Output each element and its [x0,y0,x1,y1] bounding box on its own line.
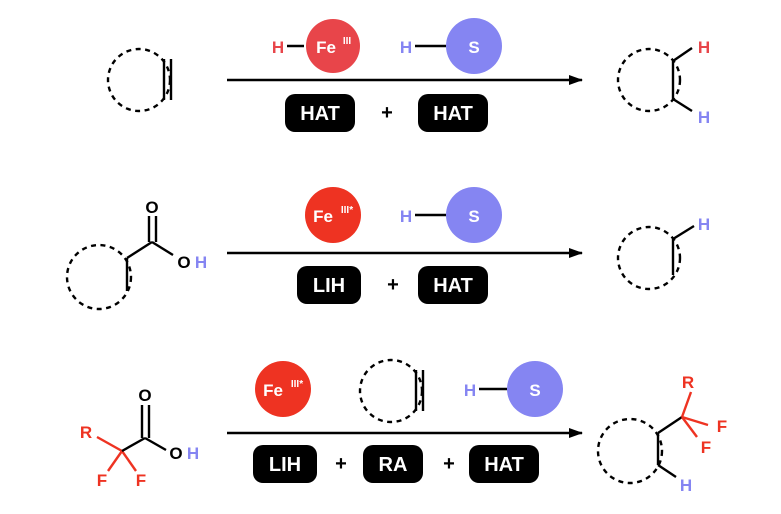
reaction-3-substrate-difluoroacid: O O H R F F [80,386,199,490]
mechanism-label: RA [379,454,408,476]
mechanism-pill [363,445,423,483]
r-group-label: R [80,423,92,442]
thiol-s-label: S [468,207,479,226]
dashed-ring [65,243,133,311]
product-h-from-thiol: H [698,108,710,127]
product-r-label: R [682,373,694,392]
reaction-2-substrate-acid: O O H [65,198,207,311]
thiol-s-label: S [468,38,479,57]
reaction-2-product: H [616,215,710,291]
dashed-ring [106,47,172,113]
c-h-bond [672,97,693,113]
mechanism-pill [253,445,317,483]
reaction-2-thiol: H S [400,187,502,243]
product-h-from-iron: H [698,38,710,57]
reaction-1-substrate-alkene [106,47,173,113]
reaction-3-product: R F F H [596,373,727,495]
dashed-ring [616,47,682,113]
iron-excited-state: III* [341,205,353,216]
c-o-bond [151,240,174,257]
reaction-1: H Fe III H S HAT + HAT H [106,18,710,132]
acid-h-label: H [187,444,199,463]
plus-sign: + [443,453,455,475]
reaction-3-thiol: H S [464,361,563,417]
thiol-sphere [446,187,502,243]
reaction-2-mechanism-labels: LIH + HAT [297,266,488,304]
reaction-2: O O H Fe III* H S LIH + HAT [65,187,710,311]
thiol-s-label: S [529,381,540,400]
plus-sign: + [335,453,347,475]
mechanism-label: HAT [300,103,340,125]
acid-h-label: H [195,253,207,272]
c-f-bond [681,415,709,427]
product-h-label: H [680,476,692,495]
mechanism-pill [469,445,539,483]
reaction-3-mechanism-labels: LIH + RA + HAT [253,445,539,483]
mechanism-label: HAT [484,454,524,476]
iron-catalyst-sphere [305,187,361,243]
product-fluorine-label: F [701,438,711,457]
reaction-1-iron-hydride: H Fe III [272,19,360,73]
mechanism-label: HAT [433,275,473,297]
iron-excited-state: III* [291,379,303,390]
mechanism-label: LIH [269,454,301,476]
iron-catalyst-sphere [306,19,360,73]
mechanism-label: LIH [313,275,345,297]
c-c-bond [121,436,146,453]
mechanism-pill [297,266,361,304]
fluorine-label: F [97,471,107,490]
carbonyl-o-label: O [145,198,158,217]
fluorine-label: F [136,471,146,490]
mechanism-pill [418,94,488,132]
plus-sign: + [387,274,399,296]
hydroxyl-o-label: O [169,444,182,463]
thiol-h-label: H [400,38,412,57]
c-h-bond [672,47,693,62]
reaction-1-product-alkane: H H [616,38,710,127]
c-r-bond [96,435,123,453]
c-f-bond [121,450,137,472]
hydride-h-label: H [272,38,284,57]
dashed-ring [616,225,682,291]
reaction-1-mechanism-labels: HAT + HAT [285,94,488,132]
c-o-bond [144,436,167,452]
reaction-3-alkene-reagent [358,358,425,424]
c-c-bond [657,416,683,434]
carbonyl-o-label: O [138,386,151,405]
product-h-label: H [698,215,710,234]
reaction-1-thiol: H S [400,18,502,74]
c-r-bond [680,391,693,418]
reaction-3: O O H R F F Fe III* H S LIH [80,358,727,495]
reaction-3-iron-catalyst: Fe III* [255,361,311,417]
c-h-bond [672,224,695,241]
thiol-h-label: H [400,207,412,226]
plus-sign: + [381,102,393,124]
dashed-ring [596,417,664,485]
dashed-ring [358,358,424,424]
iron-label: Fe [263,381,283,400]
hydroxyl-o-label: O [177,253,190,272]
thiol-sphere [507,361,563,417]
iron-label: Fe [316,38,336,57]
reaction-2-iron-catalyst: Fe III* [305,187,361,243]
iron-oxidation-state: III [343,36,352,47]
c-f-bond [107,450,123,472]
mechanism-label: HAT [433,103,473,125]
iron-catalyst-sphere [255,361,311,417]
product-fluorine-label: F [717,417,727,436]
c-c-bond [126,240,153,260]
mechanism-pill [418,266,488,304]
c-f-bond [681,416,698,438]
thiol-h-label: H [464,381,476,400]
iron-label: Fe [313,207,333,226]
thiol-sphere [446,18,502,74]
mechanism-pill [285,94,355,132]
c-h-bond [657,464,677,478]
